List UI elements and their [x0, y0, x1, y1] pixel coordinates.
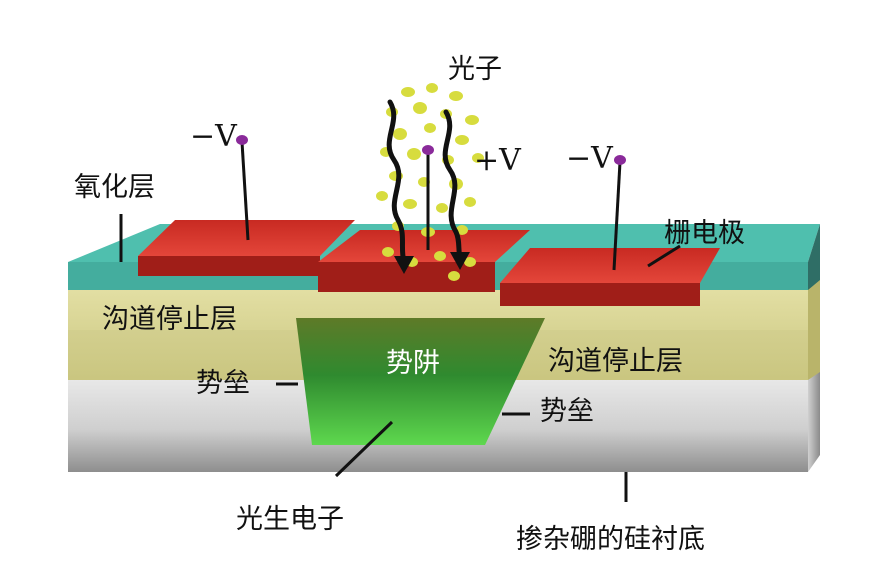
label-gate-electrode: 栅电极	[664, 218, 745, 249]
label-photon: 光子	[448, 54, 502, 85]
leader-photoelectron	[334, 420, 394, 478]
label-photoelectron: 光生电子	[236, 504, 344, 535]
electrode-lead-right	[612, 155, 626, 271]
gate-electrode-center	[318, 230, 530, 292]
gate-electrode-right	[500, 248, 720, 306]
label-voltage-right: −V	[566, 141, 614, 176]
label-potential-well: 势阱	[386, 348, 440, 379]
photon-arrows	[386, 99, 463, 265]
label-voltage-center: +V	[474, 143, 522, 178]
label-substrate: 掺杂硼的硅衬底	[516, 524, 705, 555]
electrode-tip-center	[422, 145, 434, 155]
electrode-lead-left	[236, 135, 250, 241]
potential-well	[296, 318, 545, 445]
channel-stop-side	[808, 278, 820, 380]
label-channel-stop-right: 沟道停止层	[548, 346, 683, 377]
label-voltage-left: −V	[190, 119, 238, 154]
electrode-lead-center	[422, 145, 434, 250]
leader-gate	[647, 244, 681, 268]
electrode-tip-left	[236, 135, 248, 145]
photon-arrowheads	[394, 252, 470, 274]
label-barrier-left: 势垒	[196, 368, 250, 399]
oxide-layer-side	[808, 224, 820, 290]
electrode-tip-right	[614, 155, 626, 165]
leader-lines	[119, 214, 681, 502]
label-channel-stop-left: 沟道停止层	[102, 304, 237, 335]
label-oxide-layer: 氧化层	[74, 172, 155, 203]
label-barrier-right: 势垒	[540, 396, 594, 427]
